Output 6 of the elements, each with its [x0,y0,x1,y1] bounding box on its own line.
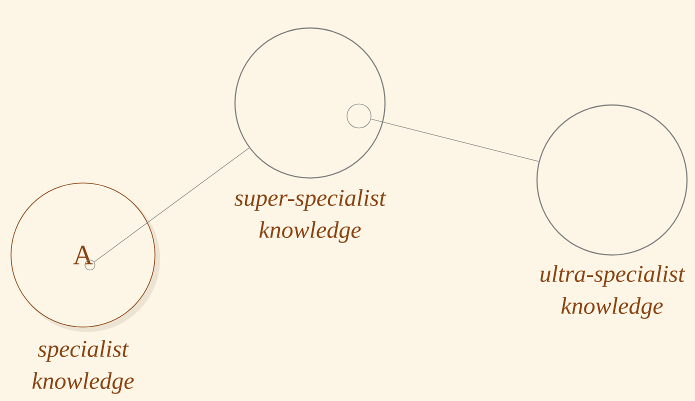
node-label: super-specialist knowledge [234,189,386,243]
connector-line [94,148,250,262]
node-label: ultra-specialist knowledge [540,265,686,319]
connector-line [370,118,540,162]
focus-circle [346,104,372,128]
node-label: specialist knowledge [32,340,134,394]
